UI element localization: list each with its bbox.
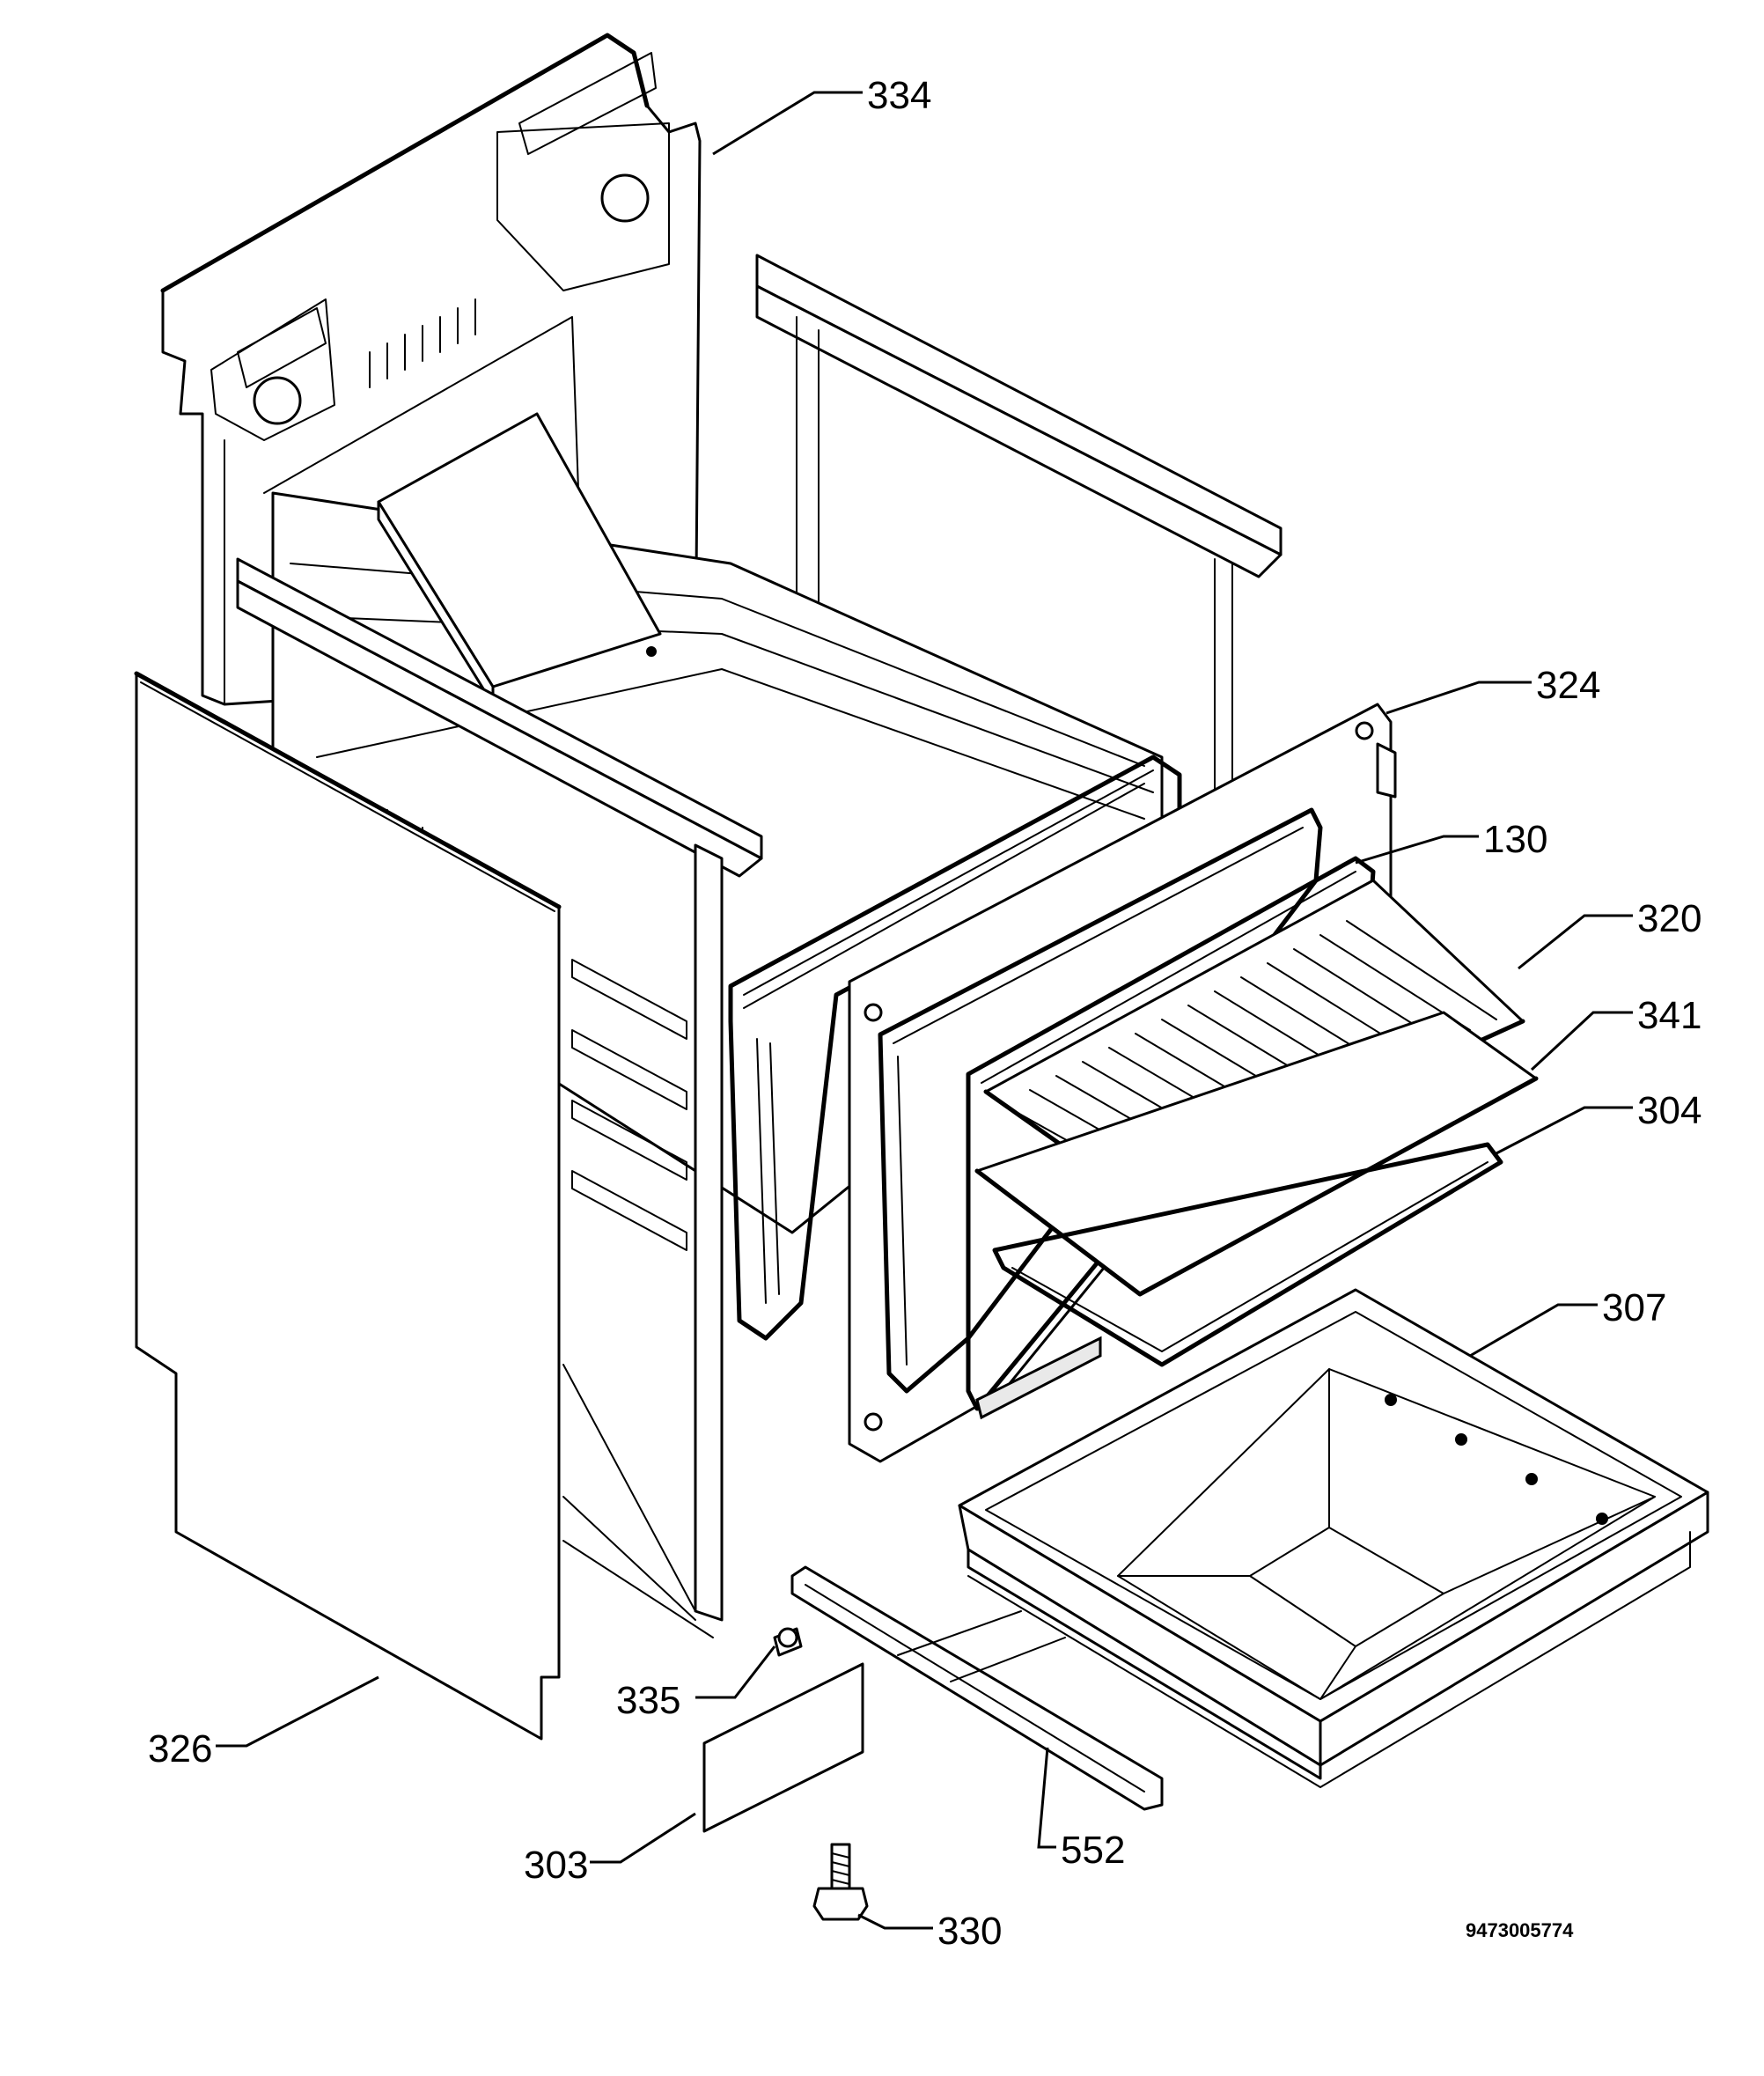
top-rail-front bbox=[236, 557, 763, 1638]
leader-lines bbox=[216, 91, 1633, 1930]
callout-labels: 334 324 130 320 341 304 307 335 326 303 … bbox=[148, 74, 1702, 1953]
top-rail-rear bbox=[755, 254, 1283, 793]
liner-seal bbox=[728, 755, 1182, 1341]
callout-320: 320 bbox=[1637, 897, 1702, 940]
callout-303: 303 bbox=[524, 1844, 588, 1887]
storage-drawer bbox=[958, 1288, 1709, 1788]
callout-341: 341 bbox=[1637, 994, 1702, 1037]
callout-334: 334 bbox=[867, 74, 931, 117]
side-panel bbox=[134, 671, 562, 1741]
callout-326: 326 bbox=[148, 1727, 212, 1770]
callout-130: 130 bbox=[1483, 818, 1547, 861]
fixing-nut bbox=[773, 1627, 803, 1657]
drawer-runner bbox=[790, 1565, 1164, 1811]
callout-330: 330 bbox=[937, 1910, 1002, 1953]
document-number: 9473005774 bbox=[1466, 1919, 1574, 1941]
callout-307: 307 bbox=[1602, 1286, 1666, 1329]
callout-324: 324 bbox=[1536, 664, 1600, 707]
callout-552: 552 bbox=[1061, 1829, 1125, 1872]
screw bbox=[812, 1843, 869, 1921]
grill-pan bbox=[992, 1142, 1503, 1367]
kick-strip bbox=[702, 1662, 864, 1833]
callout-335: 335 bbox=[616, 1679, 680, 1722]
callout-304: 304 bbox=[1637, 1089, 1702, 1132]
